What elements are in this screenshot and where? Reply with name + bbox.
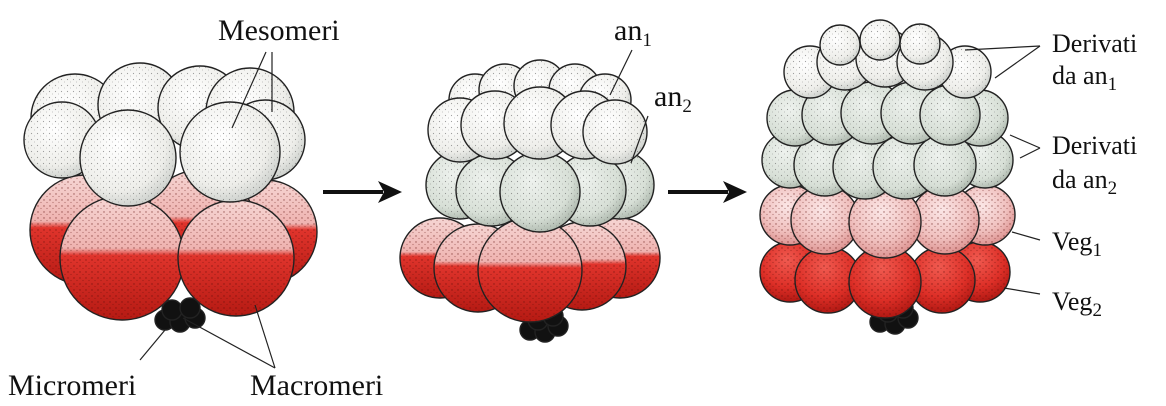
arrow-1-icon (323, 181, 402, 203)
an2-cell-texture (501, 153, 579, 231)
stage-8-cell (24, 63, 317, 332)
label-micromeri: Micromeri (8, 369, 136, 402)
macromere-cell-texture (179, 201, 293, 315)
mesomere-cell-texture (81, 111, 175, 205)
an1-cell-texture (584, 101, 646, 163)
label-an2: an2 (654, 80, 692, 117)
stage-16-cell (400, 60, 660, 342)
an1-derivative-cell-texture (901, 25, 939, 63)
label-mesomeri: Mesomeri (218, 14, 340, 47)
label-derivati-an1-line2: da an1 (1052, 61, 1117, 95)
label-macromeri: Macromeri (250, 369, 383, 402)
stage-32-cell (760, 20, 1015, 334)
mesomere-cell-texture (181, 103, 279, 201)
label-veg2: Veg2 (1052, 287, 1102, 321)
macromere-cell-texture (61, 197, 183, 319)
macromere-cell-texture (479, 219, 581, 321)
label-an1: an1 (614, 14, 652, 51)
an1-derivative-cell-texture (821, 26, 859, 64)
label-derivati-an2-line1: Derivati (1052, 131, 1137, 160)
veg1-cell-texture (912, 187, 978, 253)
label-veg1: Veg1 (1052, 227, 1102, 261)
veg1-cell-texture (792, 187, 858, 253)
an1-derivative-cell-texture (861, 21, 899, 59)
label-derivati-an2-line2: da an2 (1052, 165, 1117, 199)
label-derivati-an1-line1: Derivati (1052, 29, 1137, 58)
arrow-2-icon (668, 181, 747, 203)
